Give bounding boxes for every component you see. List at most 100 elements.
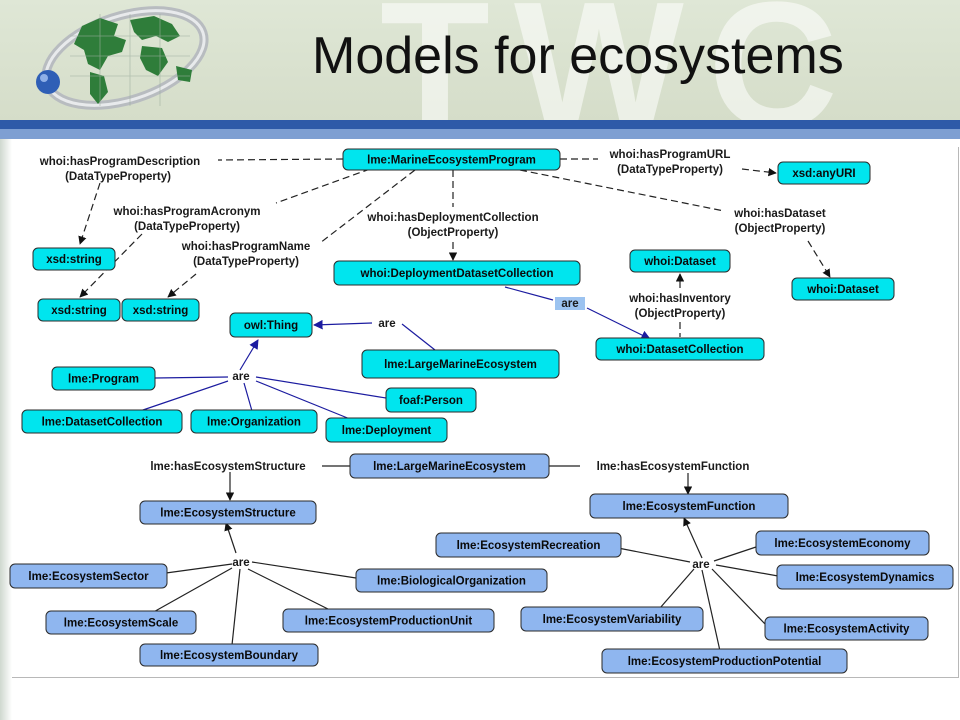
edge-dataset bbox=[519, 169, 725, 212]
label-has-acronym: whoi:hasProgramAcronym bbox=[113, 206, 261, 218]
are-edge-variability bbox=[659, 568, 695, 609]
edge-name bbox=[319, 169, 416, 244]
node-label: foaf:Person bbox=[399, 395, 463, 407]
are-highlight bbox=[555, 297, 585, 310]
node-box bbox=[139, 643, 319, 667]
are-label-thing-lme: are bbox=[378, 318, 395, 330]
are-edge-recreation bbox=[617, 547, 691, 563]
are-edge-dynamics bbox=[715, 564, 779, 577]
label-has-dataset-type: (ObjectProperty) bbox=[735, 223, 826, 235]
node-foaf-person: foaf:Person bbox=[385, 387, 477, 413]
are-label-function: are bbox=[692, 559, 709, 571]
node-eco-sector: lme:EcosystemSector bbox=[9, 563, 168, 589]
are-edge-person bbox=[255, 376, 387, 399]
node-whoi-dataset-right: whoi:Dataset bbox=[791, 277, 895, 301]
node-label: xsd:string bbox=[46, 254, 102, 266]
node-box bbox=[325, 417, 448, 443]
node-box bbox=[190, 409, 318, 434]
label-has-url: whoi:hasProgramURL bbox=[609, 149, 731, 161]
node-owl-thing: owl:Thing bbox=[229, 312, 313, 338]
node-eco-recreation: lme:EcosystemRecreation bbox=[435, 532, 622, 558]
label-has-deployment-type: (ObjectProperty) bbox=[408, 227, 499, 239]
label-has-description-type: (DataTypeProperty) bbox=[65, 171, 171, 183]
are-edge-structure-up bbox=[224, 522, 237, 554]
node-box bbox=[755, 530, 930, 556]
are-edge-organization bbox=[243, 382, 253, 412]
node-box bbox=[37, 298, 121, 322]
are-edge-to-dataset-collection bbox=[586, 307, 651, 340]
label-has-name-type: (DataTypeProperty) bbox=[193, 256, 299, 268]
node-label: lme:BiologicalOrganization bbox=[377, 576, 526, 588]
node-eco-economy: lme:EcosystemEconomy bbox=[755, 530, 930, 556]
are-edge-to-thing bbox=[313, 319, 373, 330]
label-has-name: whoi:hasProgramName bbox=[181, 241, 310, 253]
node-label: lme:EcosystemActivity bbox=[784, 624, 911, 636]
node-label: xsd:string bbox=[51, 305, 107, 317]
node-box bbox=[764, 616, 929, 641]
node-lme-dataset-collection: lme:DatasetCollection bbox=[21, 409, 183, 434]
label-has-dataset: whoi:hasDataset bbox=[733, 208, 826, 220]
node-label: whoi:Dataset bbox=[806, 284, 879, 296]
node-label: lme:EcosystemSector bbox=[28, 571, 149, 583]
node-label: xsd:string bbox=[133, 305, 189, 317]
node-label: whoi:Dataset bbox=[643, 256, 716, 268]
node-eco-scale: lme:EcosystemScale bbox=[45, 610, 197, 635]
are-edge-economy bbox=[713, 546, 757, 562]
node-box bbox=[51, 366, 156, 391]
are-edge-deploy-collection bbox=[504, 286, 554, 301]
node-box bbox=[139, 500, 317, 525]
label-has-acronym-type: (DataTypeProperty) bbox=[134, 221, 240, 233]
node-label: lme:EcosystemBoundary bbox=[160, 650, 299, 662]
watermark: TWC bbox=[380, 0, 862, 120]
node-label: whoi:DeploymentDatasetCollection bbox=[360, 268, 554, 280]
node-deployment-collection: whoi:DeploymentDatasetCollection bbox=[333, 260, 581, 286]
node-box bbox=[601, 648, 848, 674]
node-marine-program: lme:MarineEcosystemProgram bbox=[342, 148, 561, 171]
node-label: lme:EcosystemStructure bbox=[160, 508, 296, 520]
node-box bbox=[342, 148, 561, 171]
node-box bbox=[520, 606, 704, 632]
edge-description-down bbox=[78, 182, 101, 245]
node-label: lme:EcosystemProductionUnit bbox=[305, 616, 473, 628]
are-label-thing-group: are bbox=[232, 371, 249, 383]
node-box bbox=[333, 260, 581, 286]
node-lme-organization: lme:Organization bbox=[190, 409, 318, 434]
edge-url-right bbox=[741, 167, 777, 177]
node-xsd-anyuri: xsd:anyURI bbox=[777, 161, 871, 185]
node-box bbox=[435, 532, 622, 558]
node-lme-program: lme:Program bbox=[51, 366, 156, 391]
header-band bbox=[0, 120, 960, 129]
node-lme-large-1: lme:LargeMarineEcosystem bbox=[361, 349, 560, 379]
node-label: lme:LargeMarineEcosystem bbox=[384, 359, 537, 371]
edge-dataset-down bbox=[807, 240, 831, 278]
node-box bbox=[361, 349, 560, 379]
node-xsd-string-1: xsd:string bbox=[32, 247, 116, 271]
node-label: lme:Deployment bbox=[342, 425, 432, 437]
node-box bbox=[385, 387, 477, 413]
are-edge-dataset-collection bbox=[139, 380, 229, 412]
node-label: whoi:DatasetCollection bbox=[615, 344, 743, 356]
node-label: lme:EcosystemFunction bbox=[623, 501, 756, 513]
label-has-function: lme:hasEcosystemFunction bbox=[597, 461, 750, 473]
node-label: owl:Thing bbox=[244, 320, 298, 332]
node-box bbox=[21, 409, 183, 434]
node-eco-function: lme:EcosystemFunction bbox=[589, 493, 789, 519]
are-label-dataset: are bbox=[561, 298, 578, 310]
node-label: lme:EcosystemRecreation bbox=[457, 540, 601, 552]
node-box bbox=[32, 247, 116, 271]
node-eco-boundary: lme:EcosystemBoundary bbox=[139, 643, 319, 667]
are-edge-prod-potential bbox=[701, 569, 721, 652]
node-lme-large-2: lme:LargeMarineEcosystem bbox=[349, 453, 550, 479]
slide-header: TWC Models for ecosystems bbox=[0, 0, 960, 120]
are-edge-lme-to-thing bbox=[401, 323, 436, 351]
node-label: lme:EcosystemProductionPotential bbox=[628, 656, 822, 668]
are-edge-function-up bbox=[683, 517, 703, 559]
are-edge-group-to-thing bbox=[239, 339, 259, 371]
node-box bbox=[589, 493, 789, 519]
label-has-url-type: (DataTypeProperty) bbox=[617, 164, 723, 176]
node-label: lme:EcosystemVariability bbox=[543, 614, 682, 626]
are-edge-deployment bbox=[255, 380, 351, 420]
header-band-light bbox=[0, 129, 960, 139]
node-box bbox=[121, 298, 200, 322]
node-box bbox=[777, 161, 871, 185]
